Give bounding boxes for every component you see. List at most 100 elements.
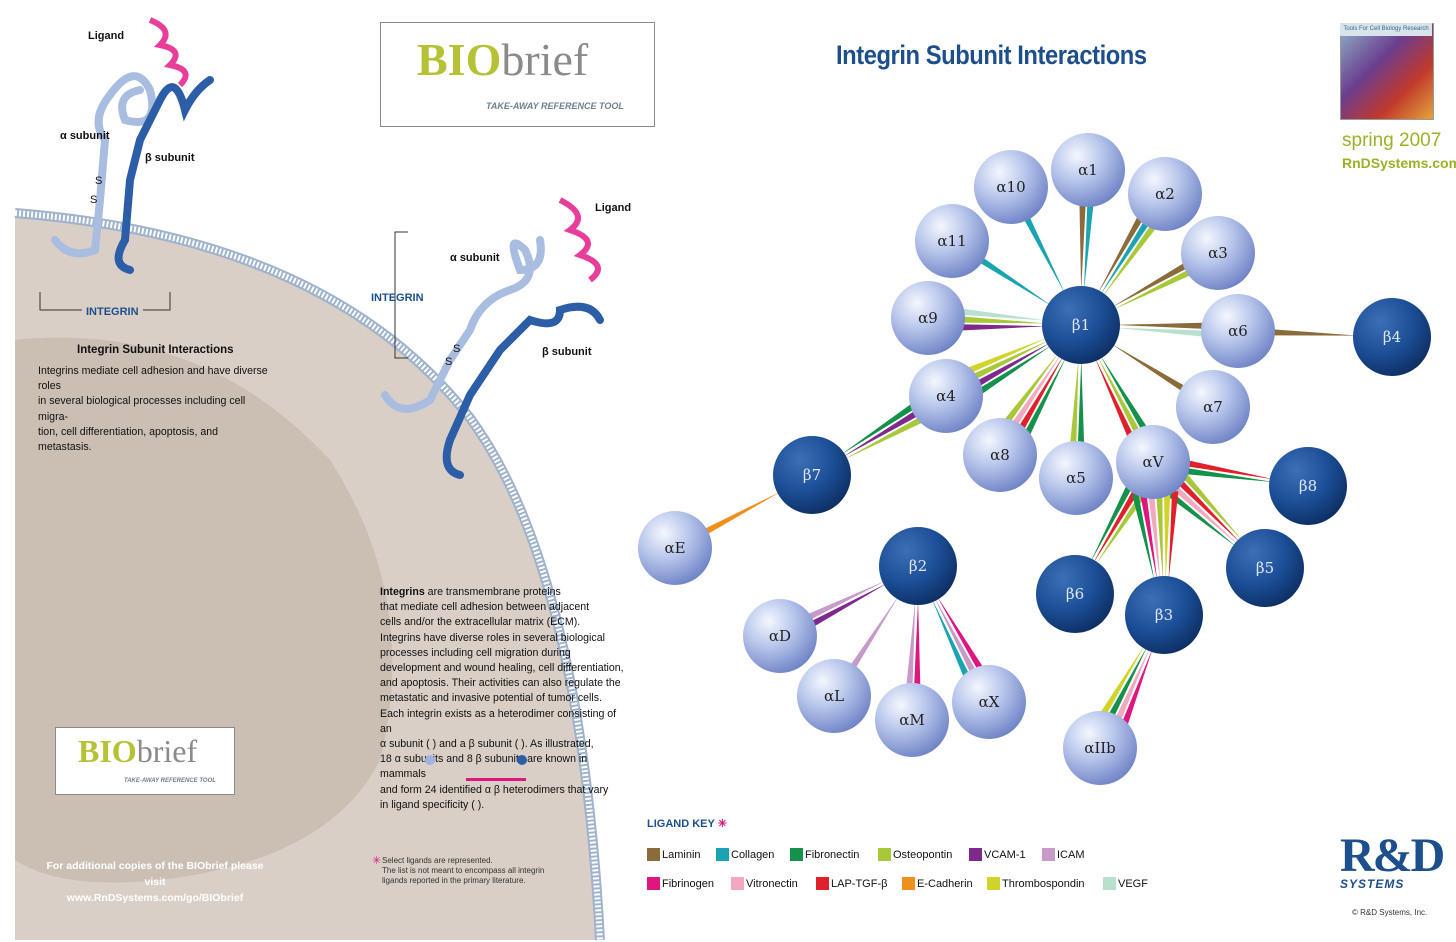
subunit-label: α2 [1155,185,1175,203]
subunit-circle [1128,157,1202,231]
ligand-spike [1182,467,1275,483]
note-line: Select ligands are represented. [382,856,493,865]
alpha-label-top: α subunit [60,130,110,142]
ligand-color-swatch [647,877,660,890]
description-line: in ligand specificity ( ). [380,798,485,811]
beta-label-mid: β subunit [542,346,592,358]
integrin-top [51,17,214,274]
ligand-spike [1079,200,1086,291]
description-line: Integrins have diverse roles in several … [380,631,605,644]
ligand-spike [1111,268,1194,311]
ligand-key-label: Collagen [731,848,775,861]
beta-subunit-node-b8: β8 [1269,447,1347,525]
ligand-spike [848,594,900,672]
alpha-subunit-node-aL: αL [797,659,871,733]
ligand-spike [1181,472,1244,542]
ligand-key-label: E-Cadherin [917,877,973,890]
footer-url[interactable]: www.RnDSystems.com/go/BIObrief [66,892,244,904]
ligand-spike [804,580,888,622]
note-line: ligands reported in the primary literatu… [382,876,526,885]
ligand-spike [1114,327,1207,338]
description-line: α subunit ( ) and a β subunit ( ). As il… [380,738,594,751]
ligand-spike [977,344,1053,396]
subunit-label: αE [664,539,685,557]
subunit-nodes: β1α1α2α3α6α7αVα5α8α4α9α11α10β4β7αEβ8β5β6… [638,133,1431,785]
ligand-spike [1183,459,1275,480]
disulfide-s1-mid: S [453,343,461,355]
subunit-circle [1036,555,1114,633]
logo-brief: brief [501,34,589,85]
ligand-spike [973,342,1052,388]
ligand-spike [1132,494,1155,582]
subunit-circle [1181,216,1255,290]
subunit-circle [1051,133,1125,207]
ligand-note: Select ligands are represented. The list… [382,856,544,886]
ligand-spike [1092,487,1140,565]
subunit-circle [638,511,712,585]
description-line: processes including cell migration durin… [380,646,571,659]
subunit-label: αD [769,627,791,645]
alpha-subunit-node-aM: αM [875,683,949,757]
ligand-key-item: LAP-TGF-β [816,877,887,890]
season-label: spring 2007 [1342,130,1442,151]
biobrief-logo-large: BIObrief TAKE-AWAY REFERENCE TOOL [380,22,655,127]
alpha-subunit-node-a6: α6 [1201,294,1275,368]
footer-copies: For additional copies of the BIObrief pl… [40,858,270,906]
intro-line: Integrins mediate cell adhesion and have… [38,365,268,393]
disulfide-s1-top: S [95,175,103,187]
subunit-label: β3 [1155,606,1173,624]
ligand-spike-glyph [466,778,526,781]
ligand-key-item: Vitronectin [731,877,798,890]
subunit-label: β8 [1299,477,1317,495]
description-first: are transmembrane proteins [424,586,561,598]
ligand-key-title-text: LIGAND KEY [647,818,715,830]
ligand-spike [841,408,921,458]
beta-subunit-glyph [517,755,527,765]
alpha-subunit-node-a10: α10 [974,150,1048,224]
copyright: © R&D Systems, Inc. [1352,908,1428,917]
ligand-key-item: Laminin [647,848,701,861]
description-line: that mediate cell adhesion between adjac… [380,601,590,614]
subunit-label: β2 [909,557,927,575]
subunit-circle [773,436,851,514]
alpha-subunit-node-a5: α5 [1039,441,1113,515]
intro-heading: Integrin Subunit Interactions [77,344,234,356]
disulfide-s2-mid: S [445,356,453,368]
ligand-color-swatch [969,848,982,861]
subunit-circle [1125,576,1203,654]
ligand-key-item: Fibronectin [790,848,859,861]
ligand-key-item: VEGF [1103,877,1148,890]
description-line: cells and/or the extracellular matrix (E… [380,616,581,629]
ligand-color-swatch [716,848,729,861]
asterisk-icon: ✳ [717,818,727,830]
description-line: Each integrin exists as a heterodimer co… [380,707,617,735]
ligand-spike [976,255,1053,307]
ligand-spike [970,339,1051,381]
ligand-key-item: ICAM [1042,848,1085,861]
ligand-spike [1023,356,1067,437]
beta-subunit-node-b5: β5 [1226,529,1304,607]
subunit-label: β6 [1066,585,1084,603]
logo-bio: BIO [417,34,502,85]
subunit-label: α3 [1208,244,1228,262]
subunit-circle [963,418,1037,492]
subunit-label: αX [979,693,1000,711]
note-line: The list is not meant to encompass all i… [382,866,545,875]
subunit-circle [909,359,983,433]
subunit-label: α1 [1078,161,1098,179]
ligand-spike [959,308,1048,321]
ligand-color-swatch [1042,848,1055,861]
footer-line: For additional copies of the BIObrief pl… [46,860,264,888]
ligand-key-item: VCAM-1 [969,848,1026,861]
subunit-circle [743,599,817,673]
website-link[interactable]: RnDSystems.com [1342,155,1456,171]
ligand-key-label: Fibrinogen [662,877,714,890]
ligand-spike [933,596,978,677]
ligand-spike [1010,353,1062,429]
logo-tagline: TAKE-AWAY REFERENCE TOOL [486,101,624,111]
ligand-spike [1094,356,1135,440]
ligand-spike [1096,355,1142,437]
subunit-circle [974,150,1048,224]
alpha-subunit-node-aV: αV [1116,425,1190,499]
